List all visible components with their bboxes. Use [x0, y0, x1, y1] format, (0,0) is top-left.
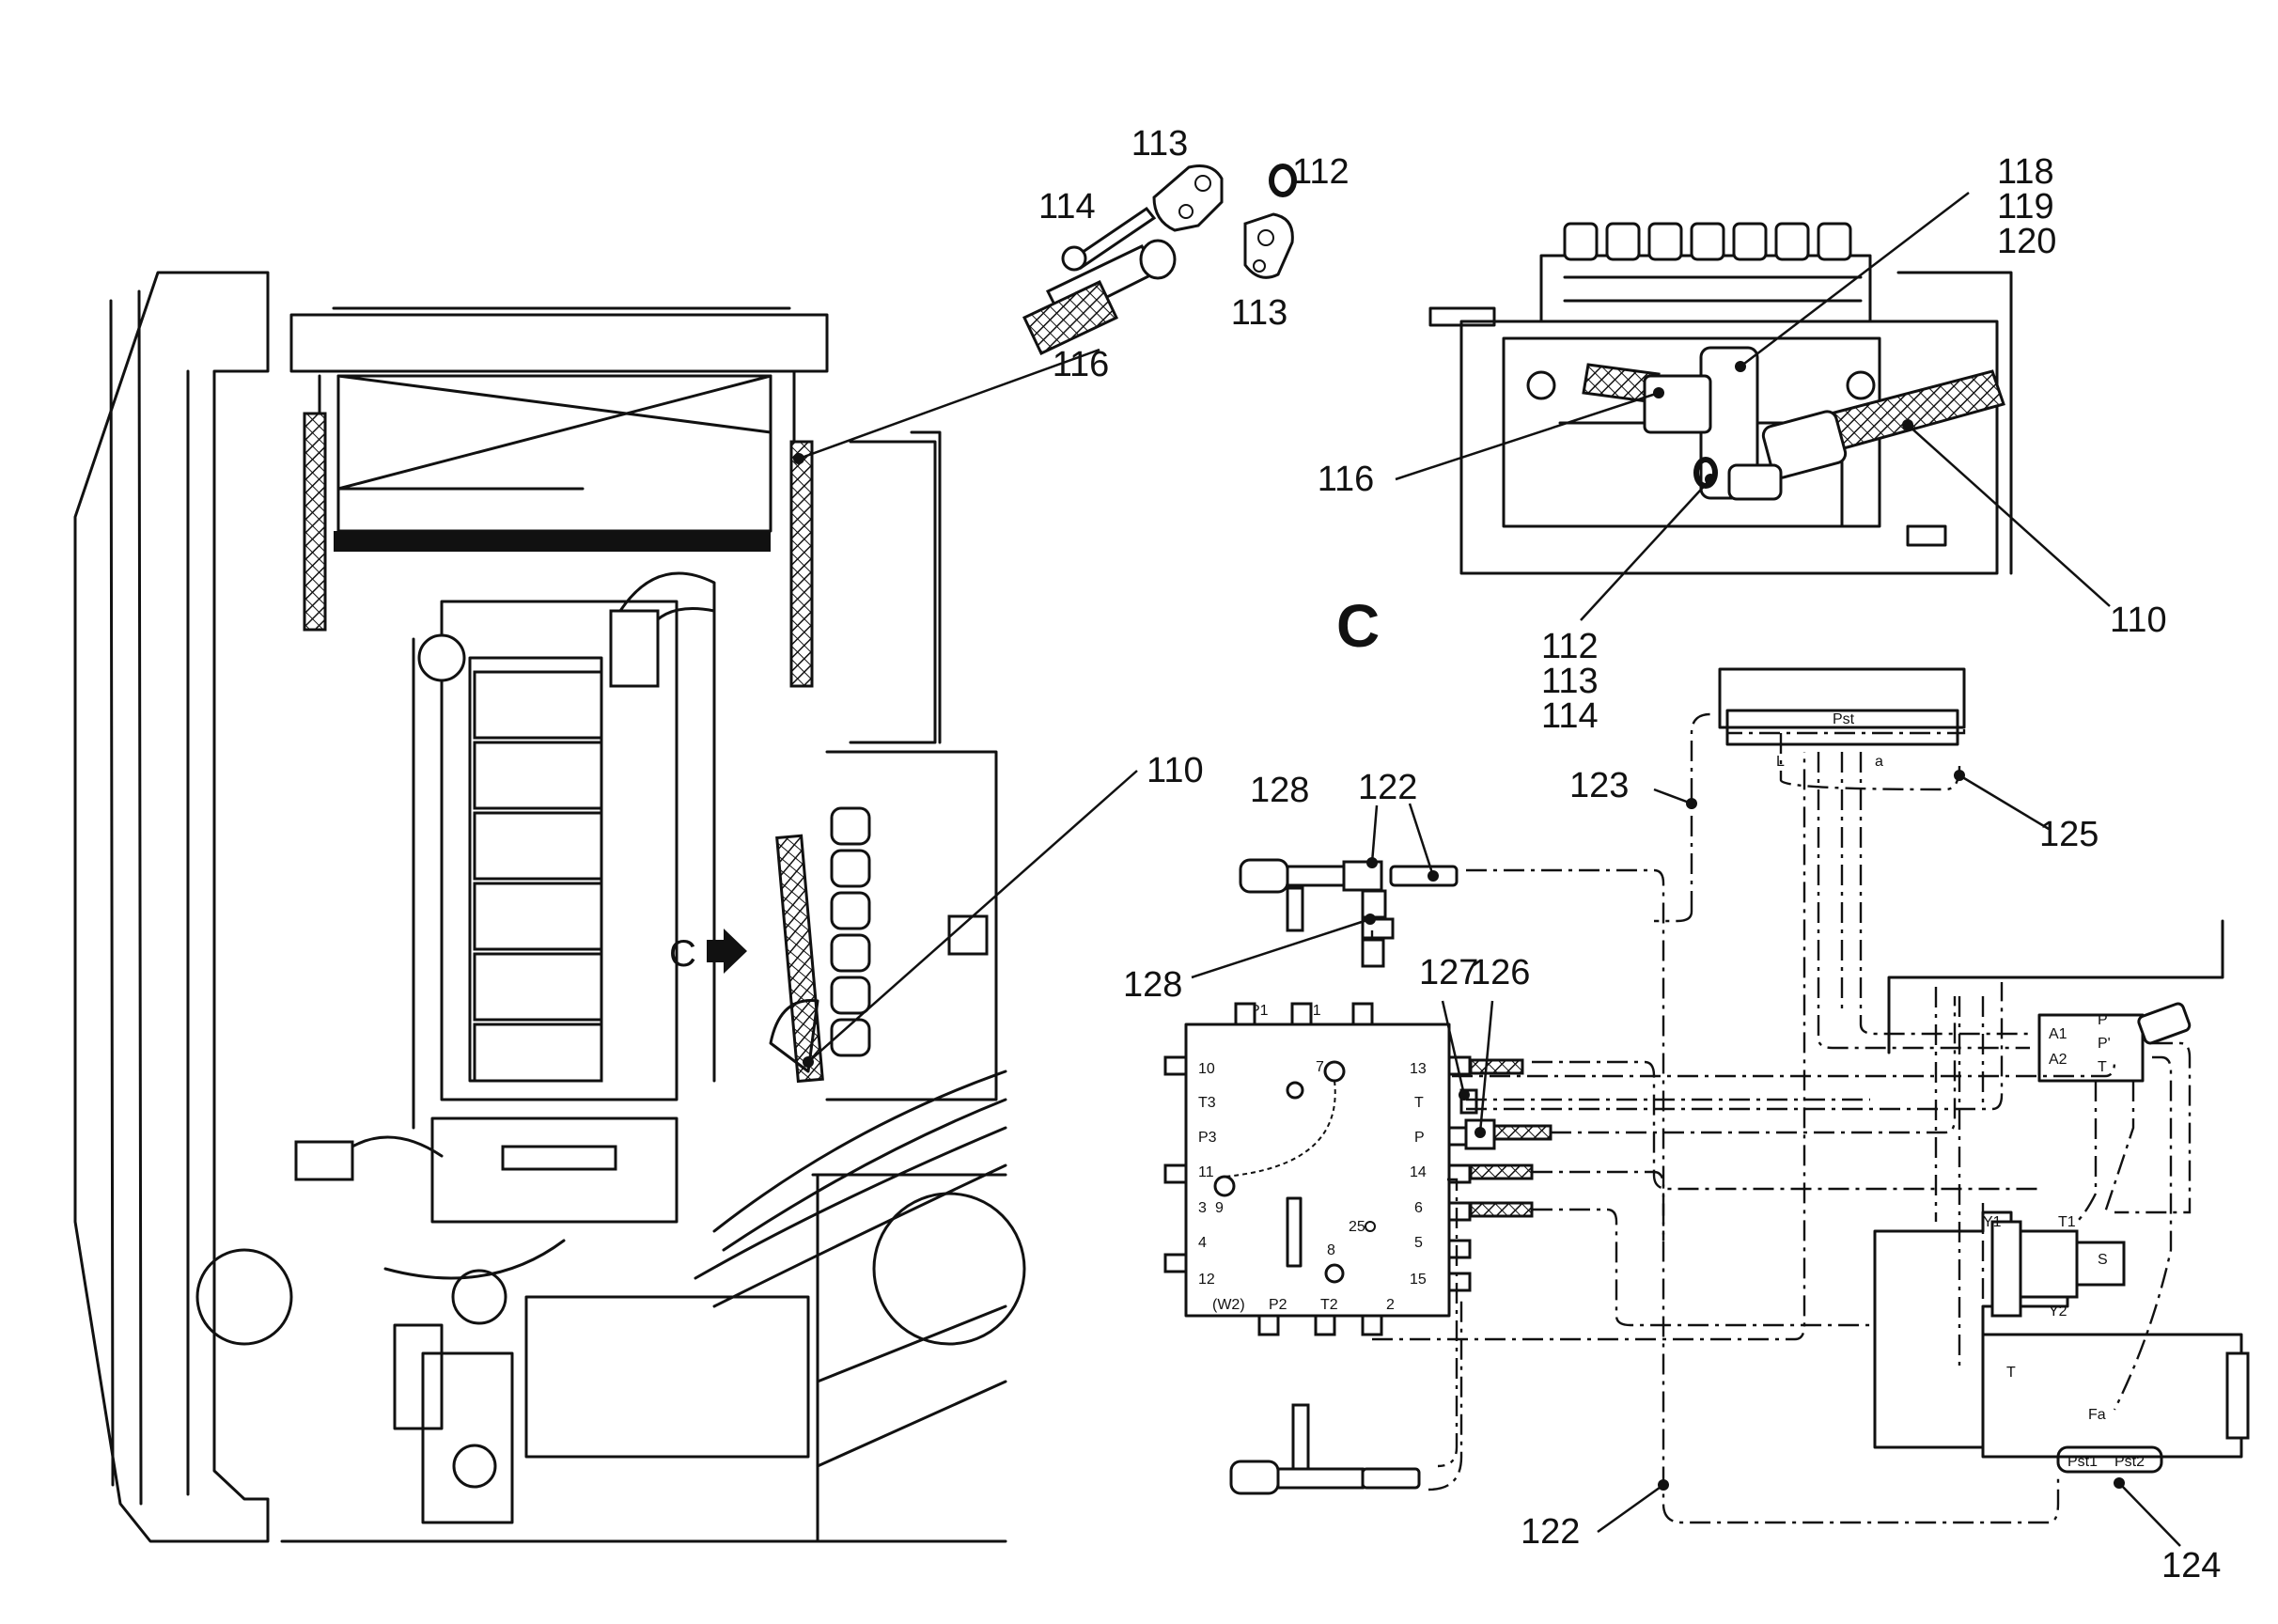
svg-text:P2: P2: [1269, 1297, 1287, 1313]
svg-text:T: T: [1414, 1095, 1424, 1111]
svg-text:2: 2: [1386, 1297, 1395, 1313]
detail-c: C 116 118 119 120 110 112 113 114: [1318, 152, 2167, 736]
machine-overview: C 113 114 112 113 116 110: [73, 124, 1350, 1543]
pump-y1-label: Y1: [1983, 1214, 2002, 1230]
callout-112-c: 112: [1541, 627, 1599, 666]
svg-text:T2: T2: [1320, 1297, 1338, 1313]
ctrl-p-label: P: [2098, 1012, 2108, 1028]
callout-113-bottom: 113: [1231, 293, 1288, 333]
callout-113-top: 113: [1131, 124, 1189, 164]
hydraulic-schematic: Pst L a P1 T1 1 10 T3 P3 11 3 4 12 13 T …: [1123, 667, 2250, 1585]
svg-text:9: 9: [1215, 1200, 1224, 1216]
pump-t1-label: T1: [2058, 1214, 2076, 1230]
svg-text:15: 15: [1410, 1272, 1427, 1288]
callout-123: 123: [1569, 766, 1629, 805]
svg-text:3: 3: [1198, 1200, 1207, 1216]
callout-120: 120: [1997, 222, 2056, 261]
svg-text:P: P: [1414, 1130, 1425, 1146]
fitting-exploded-view: [1022, 164, 1297, 355]
callout-119: 119: [1997, 187, 2054, 226]
injector-caps: [1563, 222, 1852, 261]
pump-t-label: T: [2006, 1365, 2016, 1381]
svg-text:8: 8: [1327, 1242, 1335, 1258]
callout-122-top: 122: [1358, 768, 1417, 807]
ctrl-p2-label: P': [2098, 1036, 2111, 1052]
callout-110-c: 110: [2110, 601, 2167, 640]
callout-114-c: 114: [1541, 696, 1599, 736]
svg-text:P3: P3: [1198, 1130, 1217, 1146]
svg-text:11: 11: [1198, 1164, 1214, 1180]
callout-116: 116: [1053, 345, 1110, 384]
svg-text:6: 6: [1414, 1200, 1423, 1216]
svg-text:4: 4: [1198, 1235, 1207, 1251]
pilot-a-label: a: [1875, 754, 1883, 770]
view-arrow-label: C: [669, 933, 696, 975]
callout-126: 126: [1471, 953, 1530, 992]
svg-text:12: 12: [1198, 1272, 1215, 1288]
detail-c-label: C: [1336, 592, 1380, 660]
pump-pst1-label: Pst1: [2067, 1454, 2098, 1470]
valve-block-port-labels: P1 T1 1 10 T3 P3 11 3 4 12 13 T P 14 6 5…: [1198, 1003, 1427, 1313]
pump-pst2-label: Pst2: [2114, 1454, 2145, 1470]
callout-116-c: 116: [1318, 460, 1375, 499]
callout-122-bottom: 122: [1521, 1512, 1580, 1552]
callout-110: 110: [1147, 751, 1204, 790]
svg-text:25: 25: [1349, 1219, 1365, 1235]
callout-113-c: 113: [1541, 662, 1599, 701]
pump-s-label: S: [2098, 1252, 2108, 1268]
callout-112: 112: [1292, 152, 1350, 192]
svg-text:10: 10: [1198, 1061, 1215, 1077]
ctrl-a2-label: A2: [2049, 1052, 2067, 1068]
svg-text:13: 13: [1410, 1061, 1427, 1077]
ctrl-a1-label: A1: [2049, 1026, 2067, 1042]
svg-text:(W2): (W2): [1212, 1297, 1245, 1313]
pump-y2-label: Y2: [2049, 1304, 2067, 1320]
svg-text:14: 14: [1410, 1164, 1427, 1180]
callout-114: 114: [1038, 187, 1096, 226]
callout-128-bottom: 128: [1123, 965, 1182, 1005]
svg-text:7: 7: [1316, 1059, 1324, 1075]
ctrl-t-label: T: [2098, 1059, 2107, 1075]
pump-fa-label: Fa: [2088, 1407, 2106, 1423]
svg-text:T3: T3: [1198, 1095, 1216, 1111]
callout-118: 118: [1997, 152, 2054, 192]
view-arrow-icon: [707, 929, 747, 974]
callout-127: 127: [1419, 953, 1478, 992]
callout-125: 125: [2039, 815, 2099, 854]
engine-cylinders: [473, 670, 603, 1083]
callout-124: 124: [2161, 1546, 2221, 1585]
svg-text:5: 5: [1414, 1235, 1423, 1251]
pump-rods: [830, 806, 871, 1057]
pilot-pst-label: Pst: [1833, 711, 1855, 727]
callout-128-top: 128: [1250, 771, 1309, 810]
